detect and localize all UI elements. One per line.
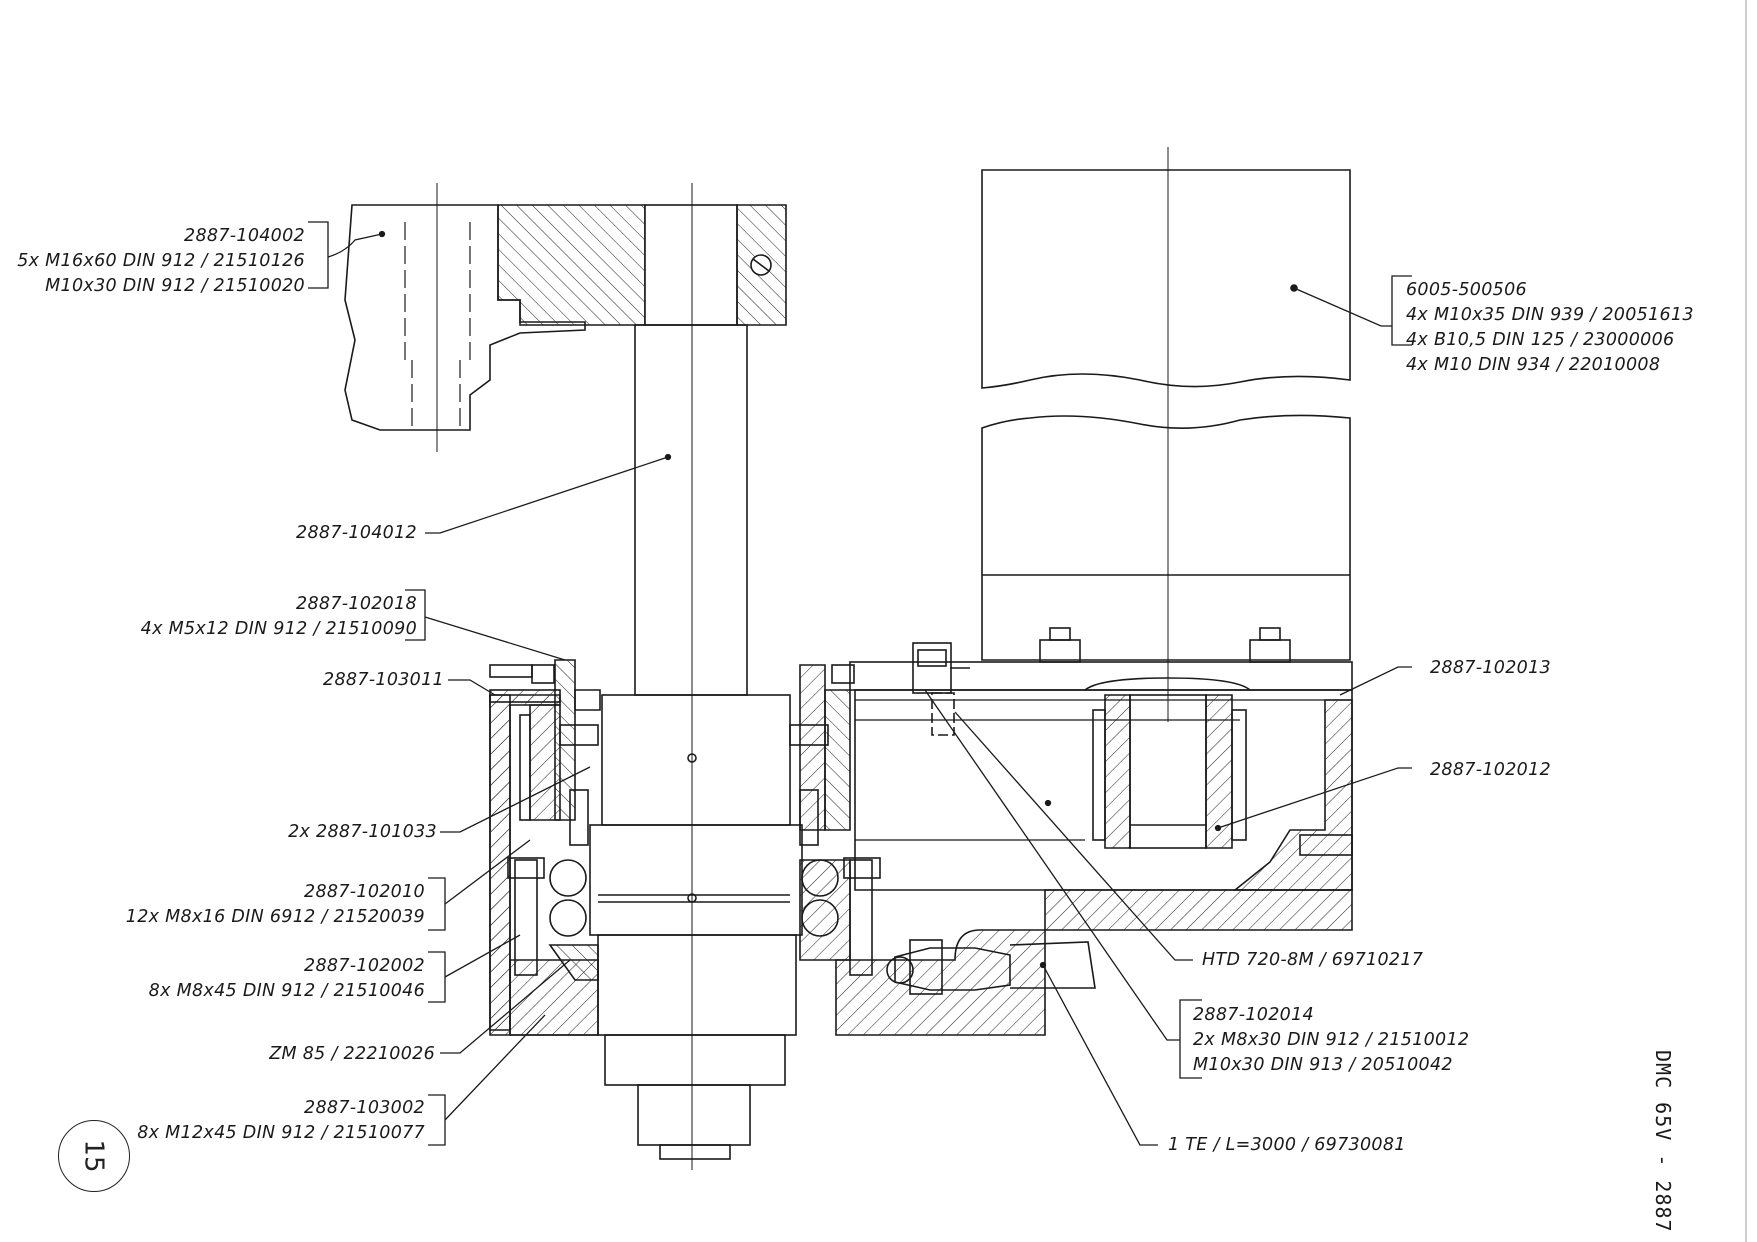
fastener-spec: 4x M5x12 DIN 912 / 21510090 (140, 619, 417, 639)
bolts (489, 664, 881, 976)
label-bearing-cover: 2887-102018 4x M5x12 DIN 912 / 21510090 (141, 592, 417, 642)
label-housing-ring: 2887-103011 (323, 668, 444, 693)
label-nut: ZM 85 / 22210026 (269, 1042, 435, 1067)
label-hose: 1 TE / L=3000 / 69730081 (1168, 1133, 1406, 1158)
pulley (1092, 694, 1247, 849)
drawing-title: DMC 65V - 2887 (1651, 1050, 1675, 1233)
part-number: 2x 2887-101033 (288, 822, 437, 842)
label-top-casting: 2887-104002 5x M16x60 DIN 912 / 21510126… (17, 224, 305, 299)
part-number: 2887-104002 (184, 226, 305, 246)
part-number: 2887-104012 (296, 523, 417, 543)
hose-fitting (886, 939, 1096, 995)
fastener-spec: 4x M10 DIN 934 / 22010008 (1406, 355, 1661, 375)
label-tensioner: 2887-102014 2x M8x30 DIN 912 / 21510012 … (1193, 1003, 1469, 1078)
fastener-spec: 5x M16x60 DIN 912 / 21510126 (17, 251, 305, 271)
fastener-spec: 4x M10x35 DIN 939 / 20051613 (1406, 305, 1694, 325)
page-number: 15 (79, 1139, 109, 1173)
fastener-spec: M10x30 DIN 912 / 21510020 (45, 276, 305, 296)
spindle-shaft (589, 183, 803, 1170)
label-housing: 2887-103002 8x M12x45 DIN 912 / 21510077 (137, 1096, 425, 1146)
part-number: 2887-102010 (304, 882, 425, 902)
part-number: ZM 85 / 22210026 (269, 1044, 435, 1064)
fastener-spec: 12x M8x16 DIN 6912 / 21520039 (125, 907, 425, 927)
scan-edge (1745, 0, 1747, 1242)
label-motor: 6005-500506 4x M10x35 DIN 939 / 20051613… (1406, 278, 1694, 378)
label-seal: 2x 2887-101033 (288, 820, 437, 845)
label-plate: 2887-102013 (1430, 656, 1551, 681)
fastener-spec: 8x M8x45 DIN 912 / 21510046 (148, 981, 425, 1001)
tensioner (912, 642, 970, 736)
part-number: 2887-102013 (1430, 658, 1551, 678)
part-number: 2887-102018 (296, 594, 417, 614)
motor (849, 147, 1353, 722)
label-flange: 2887-102010 12x M8x16 DIN 6912 / 2152003… (126, 880, 425, 930)
part-number: HTD 720-8M / 69710217 (1202, 950, 1424, 970)
part-number: 2887-103011 (323, 670, 444, 690)
fastener-spec: 8x M12x45 DIN 912 / 21510077 (137, 1123, 425, 1143)
label-sleeve: 2887-102002 8x M8x45 DIN 912 / 21510046 (149, 954, 425, 1004)
fastener-spec: M10x30 DIN 913 / 20510042 (1193, 1055, 1453, 1075)
page-number-badge: 15 (58, 1120, 130, 1192)
part-number: 2887-102014 (1193, 1005, 1314, 1025)
fastener-spec: 4x B10,5 DIN 125 / 23000006 (1406, 330, 1675, 350)
label-belt: HTD 720-8M / 69710217 (1202, 948, 1423, 973)
label-spindle-shaft: 2887-104012 (296, 521, 417, 546)
part-number: 6005-500506 (1406, 280, 1527, 300)
bearings (549, 724, 839, 937)
leader-lines (308, 221, 1412, 1146)
part-number: 1 TE / L=3000 / 69730081 (1168, 1135, 1406, 1155)
spindle-housing (489, 659, 1353, 1036)
part-number: 2887-102002 (304, 956, 425, 976)
part-number: 2887-103002 (304, 1098, 425, 1118)
top-casting (344, 183, 787, 452)
part-number: 2887-102012 (1430, 760, 1551, 780)
fastener-spec: 2x M8x30 DIN 912 / 21510012 (1193, 1030, 1470, 1050)
label-pulley: 2887-102012 (1430, 758, 1551, 783)
